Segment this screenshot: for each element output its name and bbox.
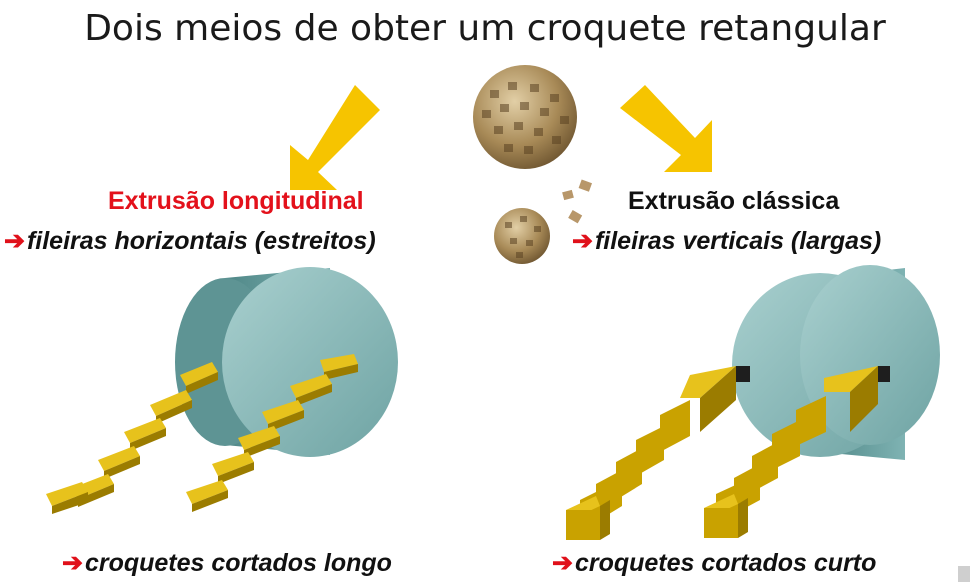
left-subheading-text: fileiras horizontais (estreitos) [26,227,376,255]
page-title: Dois meios de obter um croquete retangul… [84,8,886,49]
right-heading: Extrusão clássica [628,187,840,215]
arrow-icon: ➔ [4,227,25,255]
left-kibble-strands [46,354,358,514]
arrow-icon: ➔ [552,549,573,577]
right-strand-a [566,366,736,540]
right-subheading-text: fileiras verticais (largas) [594,227,882,255]
arrow-icon: ➔ [572,227,593,255]
left-strand-a [46,362,218,514]
kibble-pile-top [473,65,577,169]
right-subheading: ➔fileiras verticais (largas) [572,226,881,256]
corner-mark [958,566,970,582]
kibble-pile-middle [494,208,550,264]
left-heading: Extrusão longitudinal [108,187,364,215]
right-pointer-arrow [620,85,712,172]
right-caption-text: croquetes cortados curto [574,549,877,577]
arrow-icon: ➔ [62,549,83,577]
right-kibble-strands [566,366,878,540]
right-caption: ➔croquetes cortados curto [552,548,876,578]
left-caption: ➔croquetes cortados longo [62,548,392,578]
left-strand-b [186,354,358,512]
right-strand-b [704,366,878,538]
right-extruder-drum [732,265,940,460]
left-caption-text: croquetes cortados longo [84,549,392,577]
left-extruder-drum [175,267,398,457]
scattered-kibbles [562,179,593,224]
left-pointer-arrow [290,85,380,190]
left-subheading: ➔fileiras horizontais (estreitos) [4,226,376,256]
